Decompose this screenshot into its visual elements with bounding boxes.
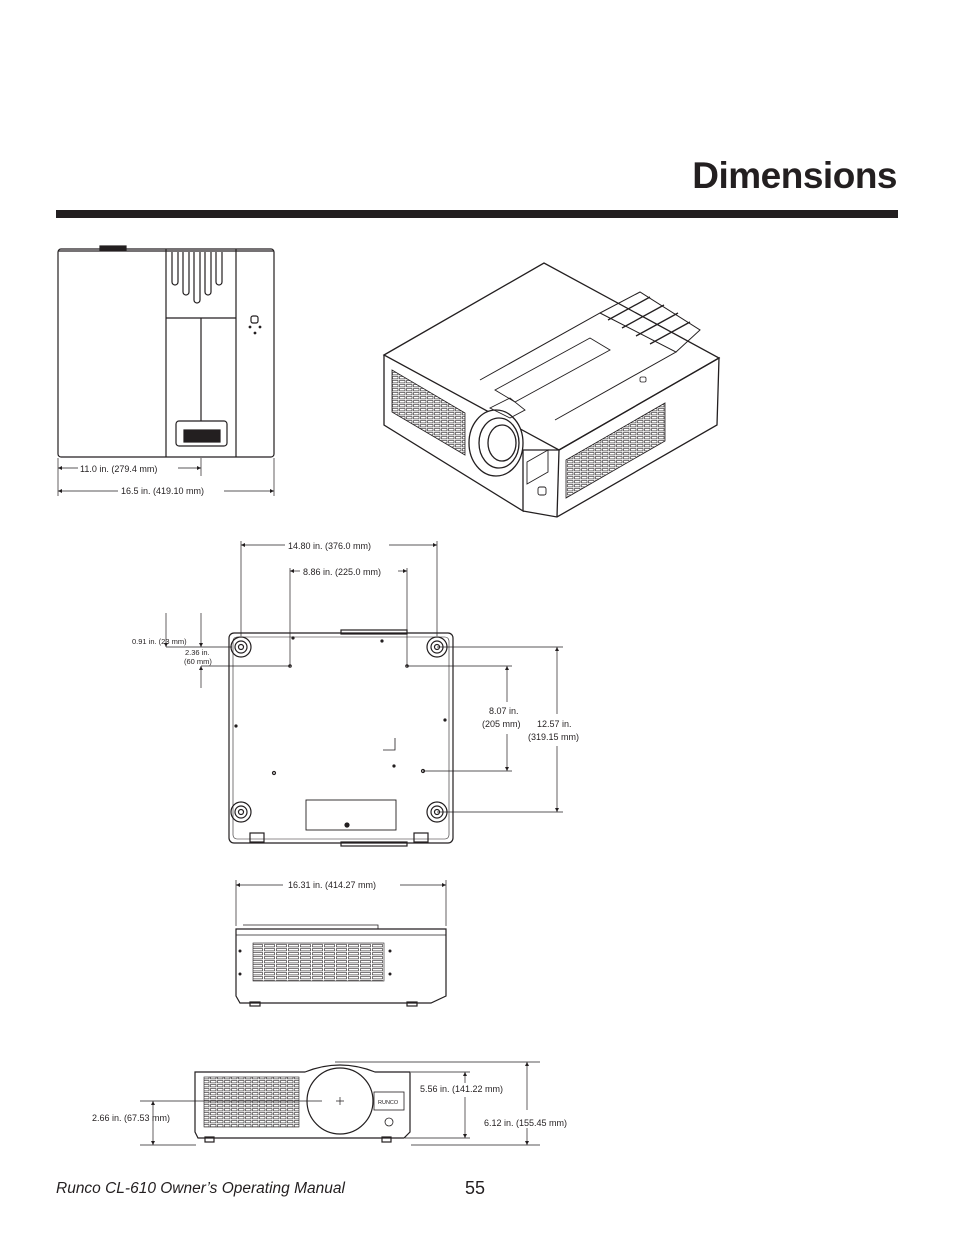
depth-feet-label-2: (319.15 mm)	[528, 732, 579, 742]
depth-feet-label-1: 12.57 in.	[537, 719, 572, 729]
foot-bottom-left	[230, 801, 252, 823]
offset-b-label-2: (60 mm)	[184, 657, 212, 666]
title-rule	[56, 210, 898, 218]
offset-b-label-1: 2.36 in.	[185, 648, 210, 657]
isometric-view-drawing	[382, 262, 721, 518]
depth-holes-label-2: (205 mm)	[482, 719, 521, 729]
depth-holes-label-1: 8.07 in.	[489, 706, 519, 716]
footer-manual-title: Runco CL-610 Owner’s Operating Manual	[56, 1180, 345, 1197]
runco-logo-text: RUNCO	[378, 1100, 399, 1106]
front-view-drawing	[140, 1061, 540, 1146]
foot-top-left	[230, 636, 252, 658]
page-number: 55	[465, 1178, 486, 1198]
bottom-outer-label: 14.80 in. (376.0 mm)	[288, 541, 371, 551]
bottom-view-drawing	[163, 541, 563, 847]
side-view-drawing	[235, 880, 447, 1007]
page-title: Dimensions	[692, 155, 897, 196]
top-view-drawing	[57, 245, 275, 496]
front-lens-height-label: 2.66 in. (67.53 mm)	[92, 1113, 170, 1123]
bottom-inner-label: 8.86 in. (225.0 mm)	[303, 567, 381, 577]
offset-a-label: 0.91 in. (23 mm)	[132, 637, 187, 646]
top-width-label: 11.0 in. (279.4 mm)	[80, 464, 157, 474]
top-total-label: 16.5 in. (419.10 mm)	[121, 486, 204, 496]
front-total-height-label: 6.12 in. (155.45 mm)	[484, 1118, 567, 1128]
front-body-height-label: 5.56 in. (141.22 mm)	[420, 1084, 503, 1094]
side-length-label: 16.31 in. (414.27 mm)	[288, 880, 376, 890]
